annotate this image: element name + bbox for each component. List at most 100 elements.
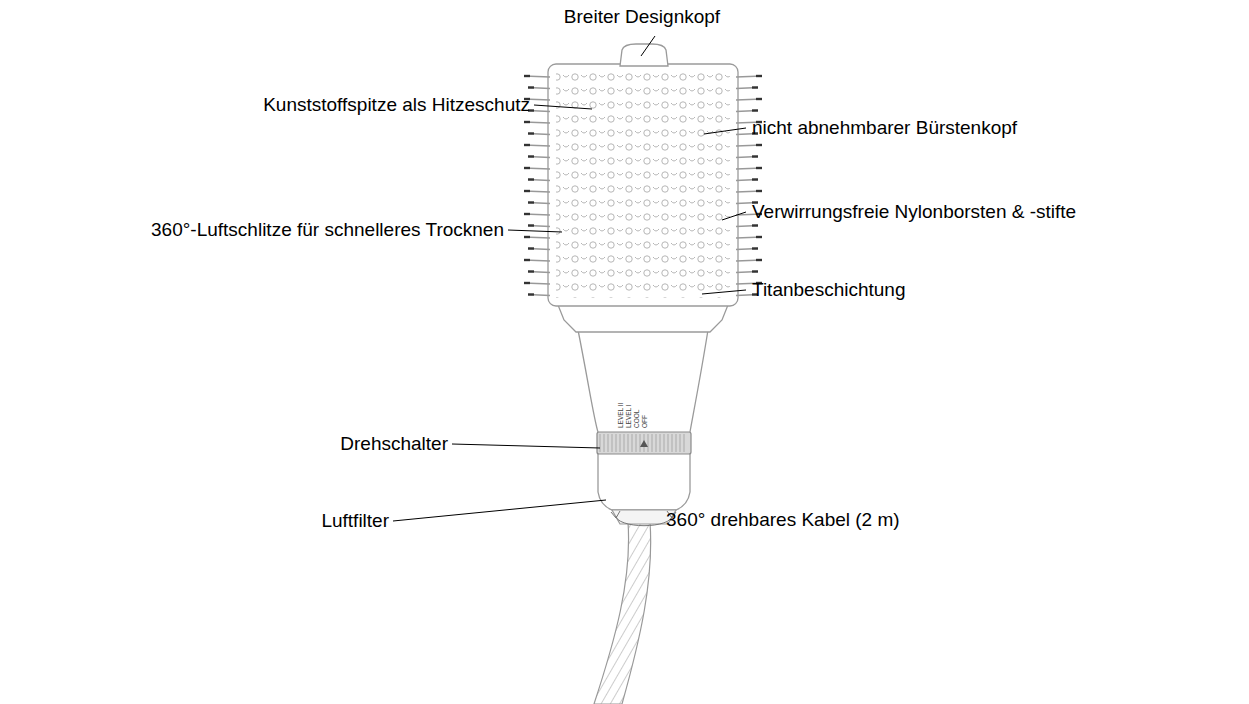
- bristle: [660, 434, 661, 452]
- bristle: [528, 224, 534, 226]
- leader-line: [534, 105, 592, 109]
- bristle: [524, 282, 530, 284]
- leader-line: [393, 500, 606, 521]
- bristle: [528, 86, 534, 88]
- bristle: [608, 434, 609, 452]
- bristle: [736, 99, 762, 100]
- bristle: [528, 203, 550, 204]
- bristle: [736, 88, 758, 89]
- bristle: [756, 98, 762, 100]
- brush-head: [548, 64, 738, 306]
- switch-setting: LEVEL II: [617, 384, 625, 428]
- bristle: [528, 134, 550, 135]
- bristle: [524, 191, 550, 192]
- bristle: [616, 434, 617, 452]
- switch-marker: [640, 440, 648, 447]
- switch-setting: OFF: [641, 384, 649, 428]
- switch-setting: COOL: [633, 384, 641, 428]
- bristle: [624, 434, 625, 452]
- part-label: 360°-Luftschlitze für schnelleres Trockn…: [151, 219, 504, 241]
- bristle: [736, 145, 762, 146]
- bristle: [736, 249, 758, 250]
- rotation-arrow-head: [611, 511, 620, 518]
- bristle: [736, 157, 758, 158]
- bristle: [528, 295, 550, 296]
- bristle: [524, 121, 530, 123]
- bristle: [528, 178, 534, 180]
- part-label: Drehschalter: [340, 433, 448, 455]
- bristle: [752, 224, 758, 226]
- bristle: [524, 236, 530, 238]
- brush-collar: [558, 305, 728, 332]
- bristle: [736, 226, 758, 227]
- bristle: [528, 88, 550, 89]
- bristle: [524, 167, 530, 169]
- bristle: [752, 155, 758, 157]
- bristle: [528, 180, 550, 181]
- part-label: Kunststoffspitze als Hitzeschutz: [263, 94, 530, 116]
- bristle: [524, 259, 530, 261]
- bristle: [736, 260, 762, 261]
- bristle: [600, 434, 601, 452]
- bristle: [524, 122, 550, 123]
- bristle: [528, 270, 534, 272]
- bristle: [736, 76, 762, 77]
- rotary-switch: [597, 432, 691, 454]
- bristle: [756, 144, 762, 146]
- bristle: [736, 191, 762, 192]
- switch-scale: LEVEL IILEVEL ICOOLOFF: [617, 384, 661, 428]
- bristle: [632, 434, 633, 452]
- bristle: [524, 75, 530, 77]
- bristle: [756, 190, 762, 192]
- bristle: [524, 76, 550, 77]
- bristle: [736, 237, 762, 238]
- bristle: [528, 293, 534, 295]
- bristle: [752, 86, 758, 88]
- bristle: [752, 270, 758, 272]
- bristle: [652, 434, 653, 452]
- design-tip: [620, 44, 668, 66]
- part-label: 360° drehbares Kabel (2 m): [666, 509, 900, 531]
- bristle: [612, 434, 613, 452]
- bristle: [528, 249, 550, 250]
- switch-setting: LEVEL I: [625, 384, 633, 428]
- bristle: [620, 434, 621, 452]
- bristle: [604, 434, 605, 452]
- leader-line: [508, 230, 562, 232]
- bristle: [752, 109, 758, 111]
- bristle: [528, 132, 534, 134]
- bristle: [524, 144, 530, 146]
- bristle: [524, 168, 550, 169]
- leader-line: [702, 290, 746, 294]
- bristle: [528, 272, 550, 273]
- bristle: [684, 434, 685, 452]
- bristle: [528, 226, 550, 227]
- leader-line: [452, 444, 600, 448]
- bristle: [752, 178, 758, 180]
- bristle: [752, 247, 758, 249]
- part-label: Titanbeschichtung: [752, 279, 906, 301]
- bristle: [756, 167, 762, 169]
- rotation-arrow: [616, 516, 672, 526]
- part-label: Verwirrungsfreie Nylonborsten & -stifte: [752, 201, 1076, 223]
- bristle: [528, 201, 534, 203]
- part-label: Luftfilter: [321, 510, 389, 532]
- brush-handle: [578, 330, 708, 510]
- bristle: [756, 236, 762, 238]
- bristle: [676, 434, 677, 452]
- bristle: [528, 111, 550, 112]
- bristle: [756, 259, 762, 261]
- bristle: [524, 145, 550, 146]
- bristle: [524, 214, 550, 215]
- bristle: [640, 434, 641, 452]
- switch-scale-text: LEVEL IILEVEL ICOOLOFF: [617, 384, 649, 428]
- bristle: [524, 190, 530, 192]
- part-label: Breiter Designkopf: [564, 6, 720, 28]
- bristle: [672, 434, 673, 452]
- bristle: [736, 111, 758, 112]
- bristle: [756, 75, 762, 77]
- power-cable: [594, 522, 651, 704]
- bristle: [648, 434, 649, 452]
- bristle: [668, 434, 669, 452]
